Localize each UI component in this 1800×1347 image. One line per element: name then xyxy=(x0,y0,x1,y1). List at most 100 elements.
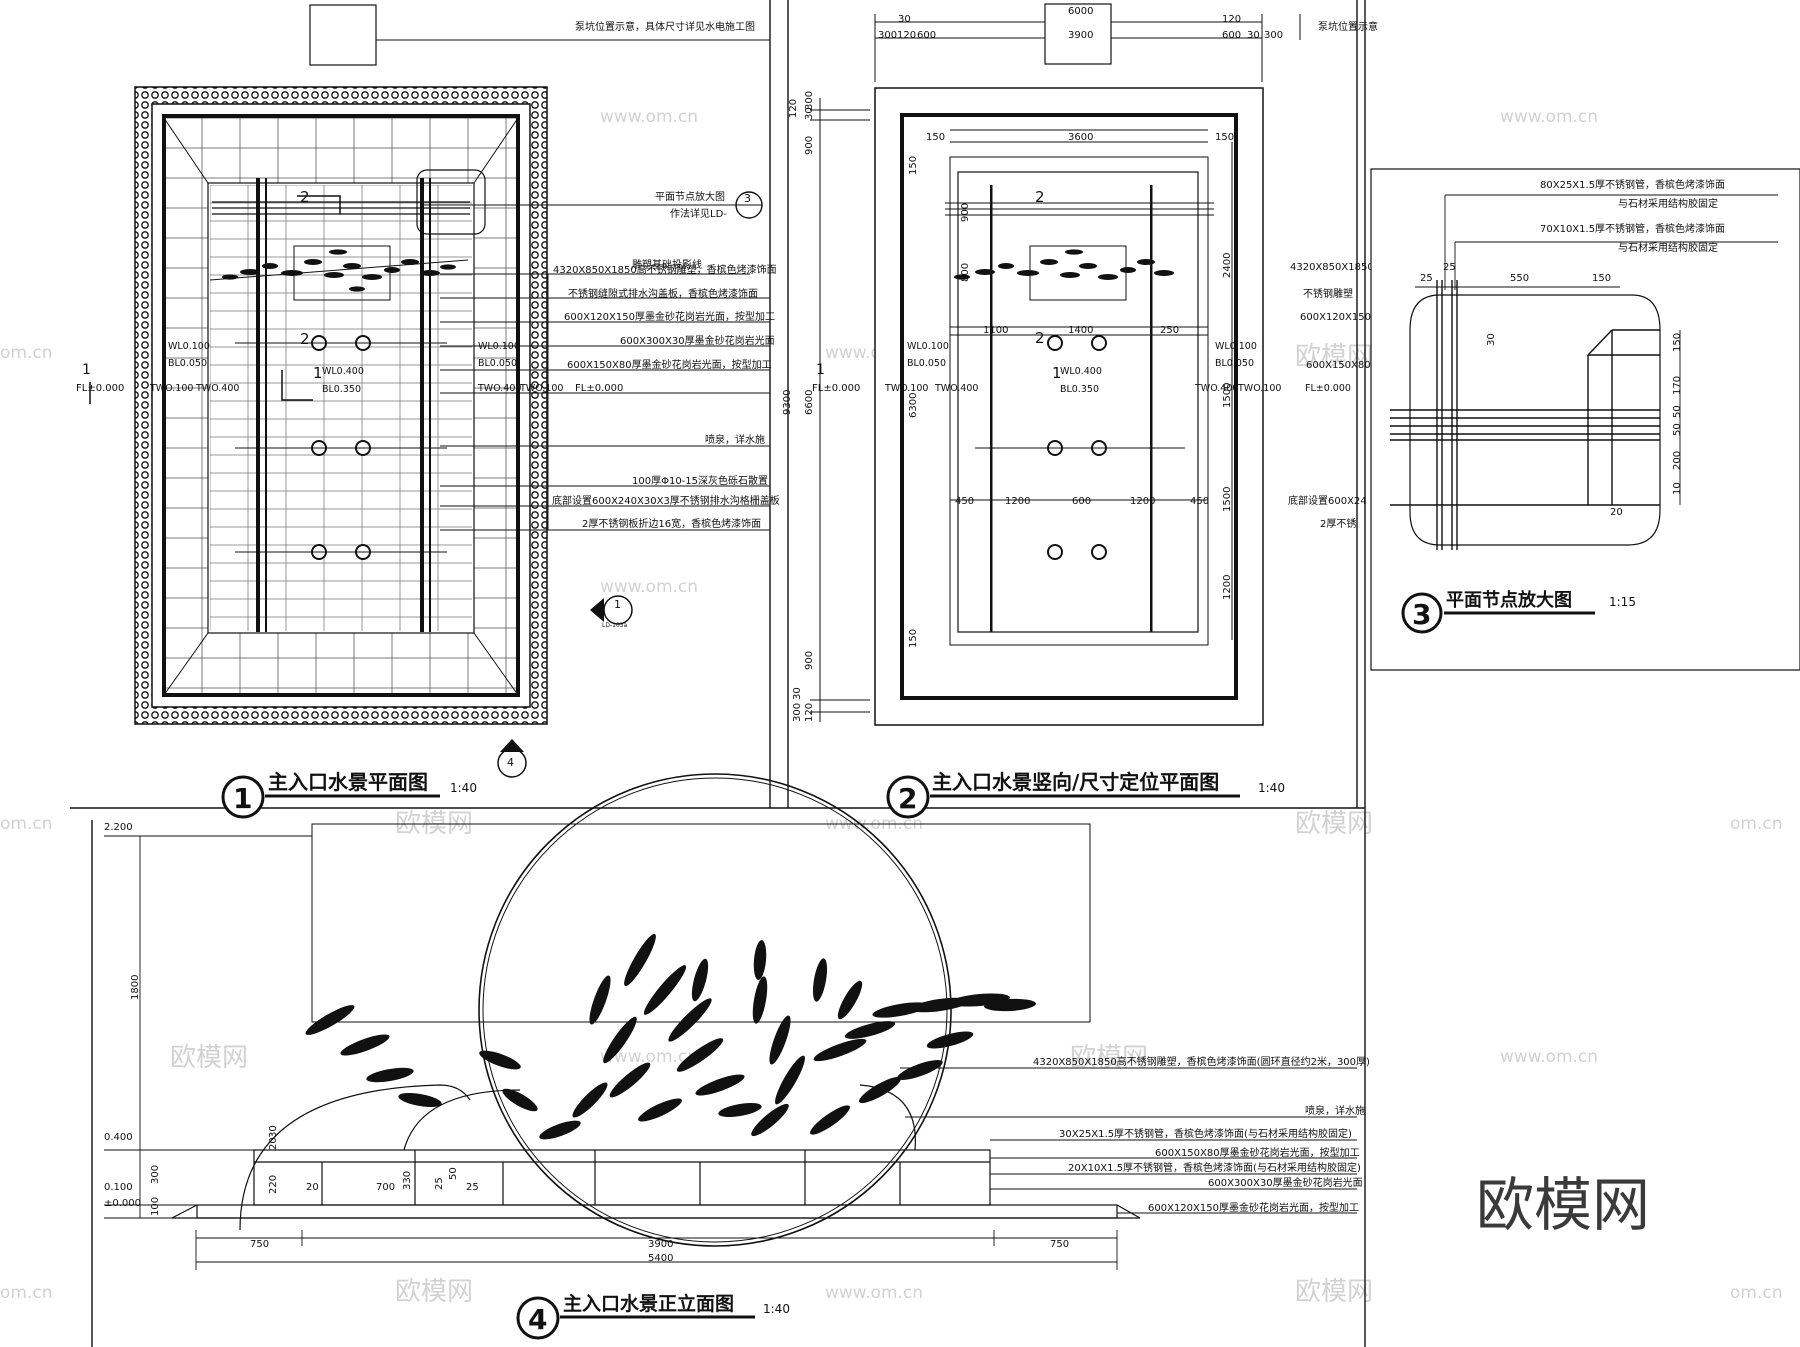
svg-text:170: 170 xyxy=(1672,376,1683,395)
svg-text:BL0.350: BL0.350 xyxy=(1060,384,1099,395)
svg-text:TWO.400: TWO.400 xyxy=(1194,383,1238,394)
detail-ref-number: 3 xyxy=(744,192,751,205)
svg-text:喷泉，详水施: 喷泉，详水施 xyxy=(1305,1104,1365,1117)
svg-text:TWO.400: TWO.400 xyxy=(195,383,239,394)
plan-2-title: 2 主入口水景竖向/尺寸定位平面图 1:40 xyxy=(886,770,1285,819)
plan2-inner-dims: 150 3600 150 1100 1400 250 450 1200 600 … xyxy=(926,132,1234,507)
svg-text:WL0.100: WL0.100 xyxy=(907,341,949,352)
feather-leaf xyxy=(775,1055,805,1105)
plan2-level-labels: WL0.100 BL0.050 WL0.400 BL0.350 TWO.400 … xyxy=(884,341,1351,395)
svg-text:150: 150 xyxy=(1592,273,1611,284)
sculpture-feathers xyxy=(305,933,1036,1140)
feather-leaf xyxy=(340,1034,390,1056)
svg-text:5400: 5400 xyxy=(648,1253,673,1264)
feather-leaf xyxy=(812,958,828,1002)
svg-text:2: 2 xyxy=(898,782,917,815)
svg-text:150: 150 xyxy=(1672,333,1683,352)
svg-text:70X10X1.5厚不锈钢管，香槟色烤漆饰面: 70X10X1.5厚不锈钢管，香槟色烤漆饰面 xyxy=(1540,222,1725,235)
sculpture-foliage-plan-2 xyxy=(954,249,1174,280)
feather-leaf xyxy=(752,976,768,1024)
svg-text:BL0.350: BL0.350 xyxy=(322,384,361,395)
svg-text:600X120X150: 600X120X150 xyxy=(1300,312,1371,323)
feather-leaf xyxy=(366,1067,414,1083)
svg-text:20X10X1.5厚不锈钢管，香槟色烤漆饰面(与石材采用结构: 20X10X1.5厚不锈钢管，香槟色烤漆饰面(与石材采用结构胶固定) xyxy=(1068,1161,1361,1174)
watermark-url: www.om.cn xyxy=(1500,1047,1598,1067)
svg-text:600X150X80: 600X150X80 xyxy=(1306,360,1371,371)
section-mark: 1 xyxy=(313,364,323,382)
svg-text:BL0.050: BL0.050 xyxy=(907,358,946,369)
svg-text:±0.000: ±0.000 xyxy=(104,1198,141,1209)
svg-text:150: 150 xyxy=(1215,132,1234,143)
svg-text:0.400: 0.400 xyxy=(104,1132,133,1143)
svg-text:150: 150 xyxy=(908,156,919,175)
watermark-logo: 欧模网 xyxy=(1295,809,1373,839)
feather-leaf xyxy=(539,1120,581,1140)
svg-text:雕塑基础投影线: 雕塑基础投影线 xyxy=(632,258,702,271)
watermark-url: www.om.cn xyxy=(1500,107,1598,127)
svg-text:TWO.400: TWO.400 xyxy=(477,383,521,394)
svg-text:1500: 1500 xyxy=(1222,487,1233,512)
section-mark: 1 xyxy=(816,362,825,378)
watermark-logo: 欧模网 xyxy=(1295,342,1373,372)
svg-text:25: 25 xyxy=(1420,273,1433,284)
site-logo-watermark: 欧模网 xyxy=(1476,1171,1650,1239)
svg-text:4320X850X1850高不锈钢雕塑，香槟色烤漆饰面(圆环: 4320X850X1850高不锈钢雕塑，香槟色烤漆饰面(圆环直径约2米，300厚… xyxy=(1033,1055,1370,1068)
svg-text:BL0.050: BL0.050 xyxy=(478,358,517,369)
watermark-url: om.cn xyxy=(1730,814,1783,834)
section-mark: 2 xyxy=(1035,329,1045,347)
pump-pit-box xyxy=(309,4,377,66)
svg-text:30: 30 xyxy=(1486,333,1497,346)
svg-text:TWO.100: TWO.100 xyxy=(519,383,563,394)
svg-text:WL0.100: WL0.100 xyxy=(478,341,520,352)
plan-1-water-feature-plan: 泵坑位置示意，具体尺寸详见水电施工图 2 2 1 WL0.100 BL0.050… xyxy=(76,4,780,819)
svg-text:80X25X1.5厚不锈钢管，香槟色烤漆饰面: 80X25X1.5厚不锈钢管，香槟色烤漆饰面 xyxy=(1540,178,1725,191)
svg-text:4: 4 xyxy=(507,756,514,769)
elev4-callouts: 4320X850X1850高不锈钢雕塑，香槟色烤漆饰面(圆环直径约2米，300厚… xyxy=(1033,1055,1370,1214)
feather-leaf xyxy=(926,1031,974,1049)
svg-text:750: 750 xyxy=(250,1239,269,1250)
sculpture-foliage-plan xyxy=(222,249,456,292)
feather-leaf xyxy=(810,1105,850,1135)
elev4-levels: 2.200 0.400 0.100 ±0.000 xyxy=(104,822,141,1209)
svg-text:1200: 1200 xyxy=(1005,496,1030,507)
feather-leaf xyxy=(589,975,611,1025)
svg-text:2.200: 2.200 xyxy=(104,822,133,833)
section-mark: 1 xyxy=(1052,364,1062,382)
svg-text:1500: 1500 xyxy=(1222,383,1233,408)
svg-text:不锈钢缝隙式排水沟盖板，香槟色烤漆饰面: 不锈钢缝隙式排水沟盖板，香槟色烤漆饰面 xyxy=(568,287,758,300)
svg-text:25: 25 xyxy=(466,1182,479,1193)
watermark-url: www.om.cn xyxy=(600,1047,698,1067)
feather-leaf xyxy=(643,965,687,1015)
svg-text:3600: 3600 xyxy=(1068,132,1093,143)
svg-text:3: 3 xyxy=(1412,598,1431,631)
svg-text:TWO.100: TWO.100 xyxy=(884,383,928,394)
svg-text:9300: 9300 xyxy=(782,390,793,415)
detail-3-node-enlargement: 80X25X1.5厚不锈钢管，香槟色烤漆饰面 与石材采用结构胶固定 70X10X… xyxy=(1370,168,1800,671)
svg-text:750: 750 xyxy=(1050,1239,1069,1250)
svg-text:120: 120 xyxy=(804,703,815,722)
feather-leaf xyxy=(844,1021,896,1039)
feather-leaf xyxy=(572,1082,608,1118)
svg-text:喷泉，详水施: 喷泉，详水施 xyxy=(705,433,765,446)
pump-pit-note: 泵坑位置示意，具体尺寸详见水电施工图 xyxy=(575,20,755,33)
svg-text:10: 10 xyxy=(1672,482,1683,495)
plan-1-title: 1 主入口水景平面图 1:40 xyxy=(221,770,477,819)
svg-text:120: 120 xyxy=(788,99,799,118)
svg-text:1:40: 1:40 xyxy=(1258,781,1285,795)
watermark-url: www.om.cn xyxy=(600,577,698,597)
svg-text:主入口水景正立面图: 主入口水景正立面图 xyxy=(563,1292,734,1315)
watermark-logo: 欧模网 xyxy=(170,1043,248,1073)
svg-text:WL0.400: WL0.400 xyxy=(1060,366,1102,377)
feather-leaf xyxy=(305,1005,355,1035)
watermark-url: om.cn xyxy=(0,814,53,834)
elev4-vdims: 1800 300 100 xyxy=(130,975,161,1216)
svg-text:30: 30 xyxy=(792,687,803,700)
svg-text:250: 250 xyxy=(1160,325,1179,336)
svg-text:主入口水景竖向/尺寸定位平面图: 主入口水景竖向/尺寸定位平面图 xyxy=(932,770,1219,794)
watermark-url: om.cn xyxy=(0,343,53,363)
svg-text:2厚不锈钢板折边16宽，香槟色烤漆饰面: 2厚不锈钢板折边16宽，香槟色烤漆饰面 xyxy=(582,517,761,530)
svg-text:200: 200 xyxy=(1672,451,1683,470)
svg-text:300: 300 xyxy=(150,1165,161,1184)
svg-text:800: 800 xyxy=(960,263,971,282)
feather-leaf xyxy=(984,998,1036,1012)
